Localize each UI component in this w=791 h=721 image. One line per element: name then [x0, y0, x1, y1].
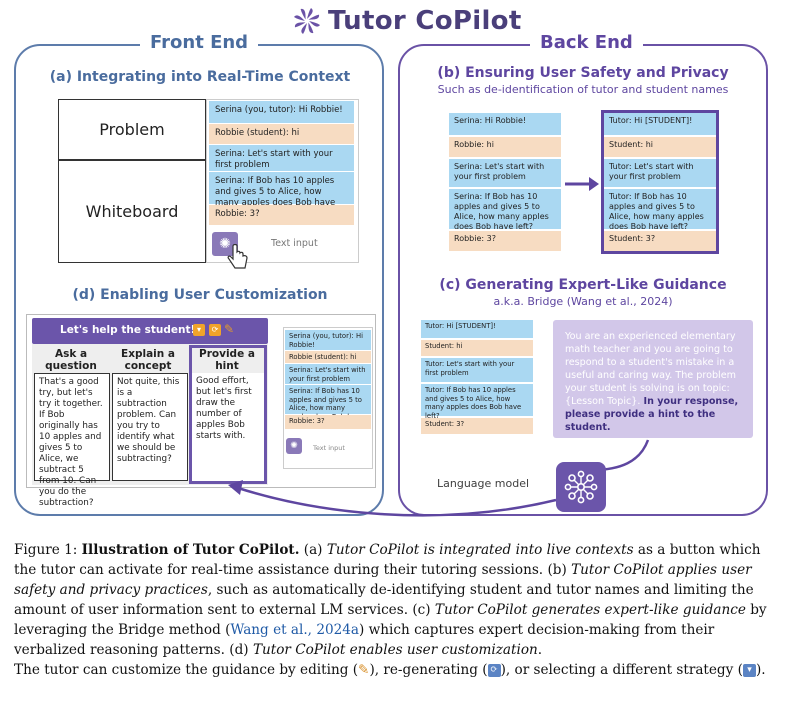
chat-message: Robbie: 3? — [449, 231, 561, 251]
prompt-box: You are an experienced elementary math t… — [553, 320, 753, 438]
regenerate-icon[interactable]: ⟳ — [209, 324, 221, 336]
caption-emphasis: Tutor CoPilot generates expert-like guid… — [434, 602, 746, 618]
section-b-subtitle: Such as de-identification of tutor and s… — [437, 83, 729, 96]
chat-message: Tutor: Hi [STUDENT]! — [604, 113, 716, 135]
strategy-hint-card[interactable]: Good effort, but let's first draw the nu… — [192, 373, 264, 481]
chat-message: Robbie (student): hi — [285, 351, 371, 363]
caption-emphasis: Tutor CoPilot applies user safety and pr… — [14, 562, 752, 598]
spiral-logo-icon: ✺ — [219, 236, 231, 252]
caption-text: ). — [755, 662, 766, 678]
caption-text: (c) — [412, 602, 431, 618]
chat-message: Serina: Hi Robbie! — [449, 113, 561, 135]
copilot-button[interactable]: ✺ — [286, 438, 302, 454]
language-model-label: Language model — [437, 477, 530, 490]
arrow-right-icon — [565, 177, 599, 191]
figure-caption: Figure 1: Illustration of Tutor CoPilot.… — [14, 540, 776, 680]
chat-message: Serina: If Bob has 10 apples and gives 5… — [449, 189, 561, 231]
text-input-label: Text input — [271, 238, 318, 249]
caption-title: Illustration of Tutor CoPilot. — [81, 542, 300, 558]
hand-cursor-icon — [227, 244, 248, 269]
strategy-explain-card[interactable]: Not quite, this is a subtraction problem… — [112, 373, 188, 481]
chat-message: Tutor: If Bob has 10 apples and gives 5 … — [604, 189, 716, 231]
prompt-instruction: In your response, please provide a hint … — [565, 396, 739, 433]
strategy-ask-head: Ask a question — [45, 348, 97, 372]
chat-message: Robbie: 3? — [209, 205, 354, 225]
spiral-logo-icon: ✺ — [290, 440, 298, 451]
language-model-icon — [556, 462, 606, 512]
caption-text: ), or selecting a different strategy ( — [500, 662, 743, 678]
chat-message: Student: hi — [604, 137, 716, 157]
caption-text: ) which captures expert decision-making … — [14, 622, 715, 658]
section-c-title: (c) Generating Expert-Like Guidance — [439, 277, 727, 293]
caption-text: (d) — [229, 642, 249, 658]
citation-link[interactable]: Wang et al., 2024a — [230, 622, 360, 638]
deidentified-chat-frame — [601, 110, 719, 254]
caption-text: (a) — [303, 542, 323, 558]
caption-emphasis: Tutor CoPilot is integrated into live co… — [326, 542, 634, 558]
section-d-title: (d) Enabling User Customization — [72, 287, 328, 303]
neural-network-icon — [564, 470, 598, 504]
logo-title: Tutor CoPilot — [328, 6, 522, 36]
chat-message: Serina: If Bob has 10 apples and gives 5… — [209, 172, 354, 219]
chat-message: Serina: Let's start with your first prob… — [449, 159, 561, 187]
chat-message: Tutor: If Bob has 10 apples and gives 5 … — [421, 384, 533, 420]
chat-message: Serina (you, tutor): Hi Robbie! — [285, 330, 371, 350]
prompt-text: You are an experienced elementary math t… — [565, 331, 736, 407]
chat-panel-d — [283, 327, 373, 469]
strategy-explain-head: Explain a concept — [121, 348, 175, 372]
help-bar — [32, 318, 268, 344]
problem-box: Problem — [58, 99, 206, 160]
caption-text: by leveraging the Bridge method ( — [14, 602, 767, 638]
strategy-select-icon: ▾ — [742, 664, 756, 677]
caption-text: (b) — [547, 562, 567, 578]
chat-message: Student: hi — [421, 340, 533, 356]
chat-message: Robbie: 3? — [285, 415, 371, 429]
caption-text: . — [537, 642, 543, 658]
section-a-title: (a) Integrating into Real-Time Context — [49, 69, 351, 85]
section-b-title: (b) Ensuring User Safety and Privacy — [437, 65, 729, 81]
strategy-hint-head: Provide a hint — [199, 348, 255, 372]
chat-message: Robbie (student): hi — [209, 124, 354, 144]
front-end-title: Front End — [140, 32, 259, 53]
caption-emphasis: Tutor CoPilot enables user customization — [252, 642, 538, 658]
chat-message: Serina: Let's start with your first prob… — [285, 364, 371, 384]
chat-message: Tutor: Let's start with your first probl… — [421, 358, 533, 382]
caption-text: ), re-generating ( — [369, 662, 488, 678]
back-end-title: Back End — [530, 32, 643, 53]
chat-message: Serina (you, tutor): Hi Robbie! — [209, 101, 354, 123]
strategy-ask-card[interactable]: That's a good try, but let's try it toge… — [34, 373, 110, 508]
text-input-label: Text input — [313, 444, 345, 452]
chat-message: Tutor: Let's start with your first probl… — [604, 159, 716, 187]
section-c-subtitle: a.k.a. Bridge (Wang et al., 2024) — [493, 295, 673, 308]
chat-message: Student: 3? — [421, 418, 533, 434]
chat-panel-a — [206, 99, 359, 263]
whiteboard-box: Whiteboard — [58, 160, 206, 263]
logo: Tutor CoPilot — [292, 4, 522, 38]
edit-pencil-icon: ✎ — [358, 662, 370, 678]
chat-message: Student: 3? — [604, 231, 716, 251]
caption-fig-label: Figure 1: — [14, 542, 78, 558]
chat-message: Serina: Let's start with your first prob… — [209, 145, 354, 171]
chat-message: Robbie: hi — [449, 137, 561, 157]
strategy-select-icon[interactable]: ▾ — [193, 324, 205, 336]
chat-message: Serina: If Bob has 10 apples and gives 5… — [285, 385, 371, 429]
edit-pencil-icon[interactable]: ✎ — [224, 322, 235, 336]
caption-text: The tutor can customize the guidance by … — [14, 662, 359, 678]
regenerate-icon: ⟳ — [487, 664, 501, 677]
caption-text: , such as automatically de-identifying s… — [14, 582, 754, 618]
spiral-logo-icon — [294, 8, 320, 34]
caption-text: as a button which the tutor can activate… — [14, 542, 761, 578]
help-bar-title: Let's help the student! — [60, 324, 196, 336]
chat-message: Tutor: Hi [STUDENT]! — [421, 320, 533, 338]
